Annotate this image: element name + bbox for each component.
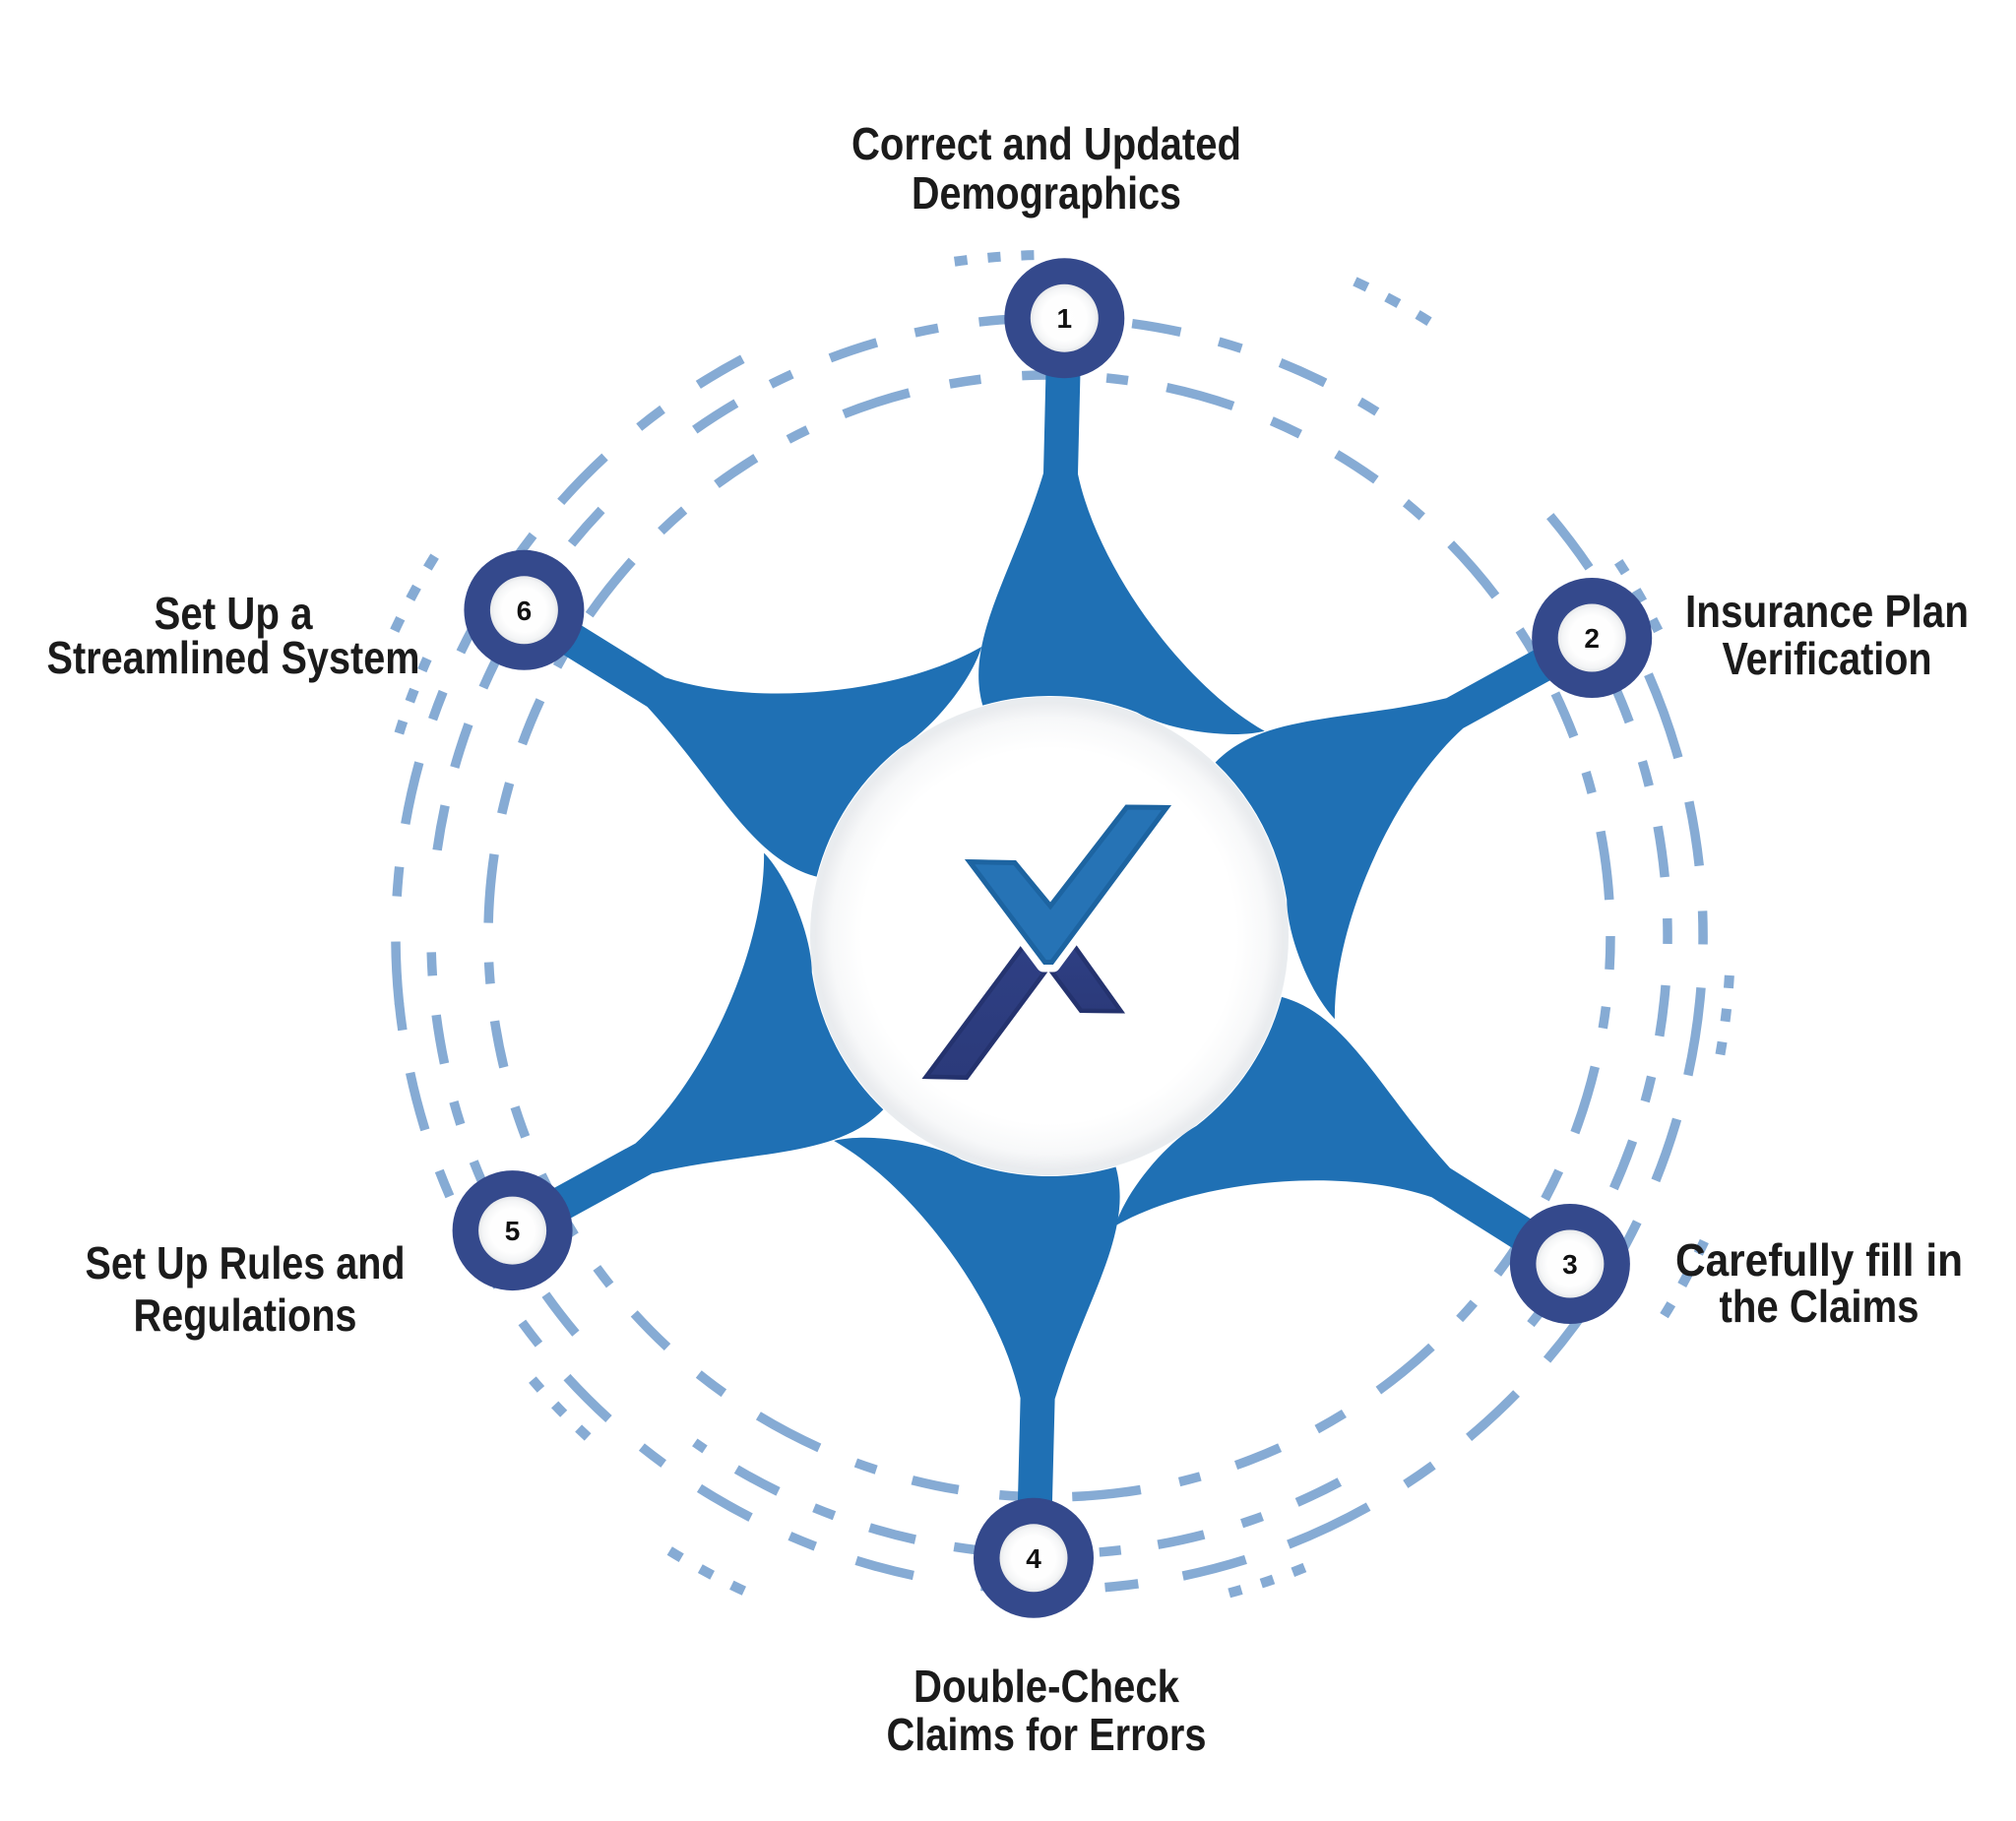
svg-text:Correct and Updated: Correct and Updated bbox=[851, 118, 1241, 169]
svg-text:3: 3 bbox=[1562, 1249, 1578, 1280]
svg-text:the Claims: the Claims bbox=[1720, 1281, 1920, 1332]
svg-text:Streamlined System: Streamlined System bbox=[47, 632, 420, 683]
svg-text:2: 2 bbox=[1584, 623, 1600, 654]
svg-text:4: 4 bbox=[1026, 1543, 1041, 1574]
svg-text:Demographics: Demographics bbox=[912, 167, 1181, 219]
svg-text:1: 1 bbox=[1057, 303, 1073, 334]
svg-text:5: 5 bbox=[505, 1216, 521, 1246]
svg-text:Claims for Errors: Claims for Errors bbox=[887, 1709, 1207, 1760]
svg-text:Insurance Plan: Insurance Plan bbox=[1685, 586, 1969, 637]
svg-text:Verification: Verification bbox=[1723, 633, 1932, 684]
svg-text:6: 6 bbox=[517, 596, 533, 626]
svg-text:Set Up Rules and: Set Up Rules and bbox=[86, 1237, 406, 1288]
svg-text:Double-Check: Double-Check bbox=[914, 1661, 1179, 1712]
svg-text:Carefully fill in: Carefully fill in bbox=[1675, 1234, 1963, 1286]
svg-text:Regulations: Regulations bbox=[134, 1289, 357, 1341]
svg-text:Set Up a: Set Up a bbox=[155, 588, 313, 639]
